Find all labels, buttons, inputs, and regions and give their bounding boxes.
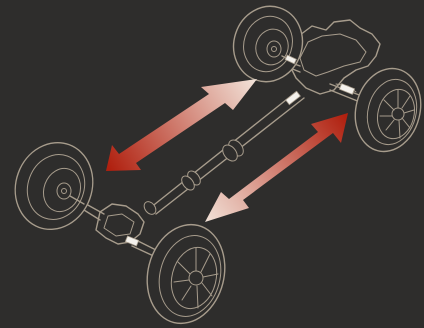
front-right-wheel	[137, 216, 235, 328]
double-headed-arrow-icon	[205, 113, 348, 222]
front-left-wheel	[3, 132, 105, 241]
rear-right-wheel	[347, 62, 424, 159]
